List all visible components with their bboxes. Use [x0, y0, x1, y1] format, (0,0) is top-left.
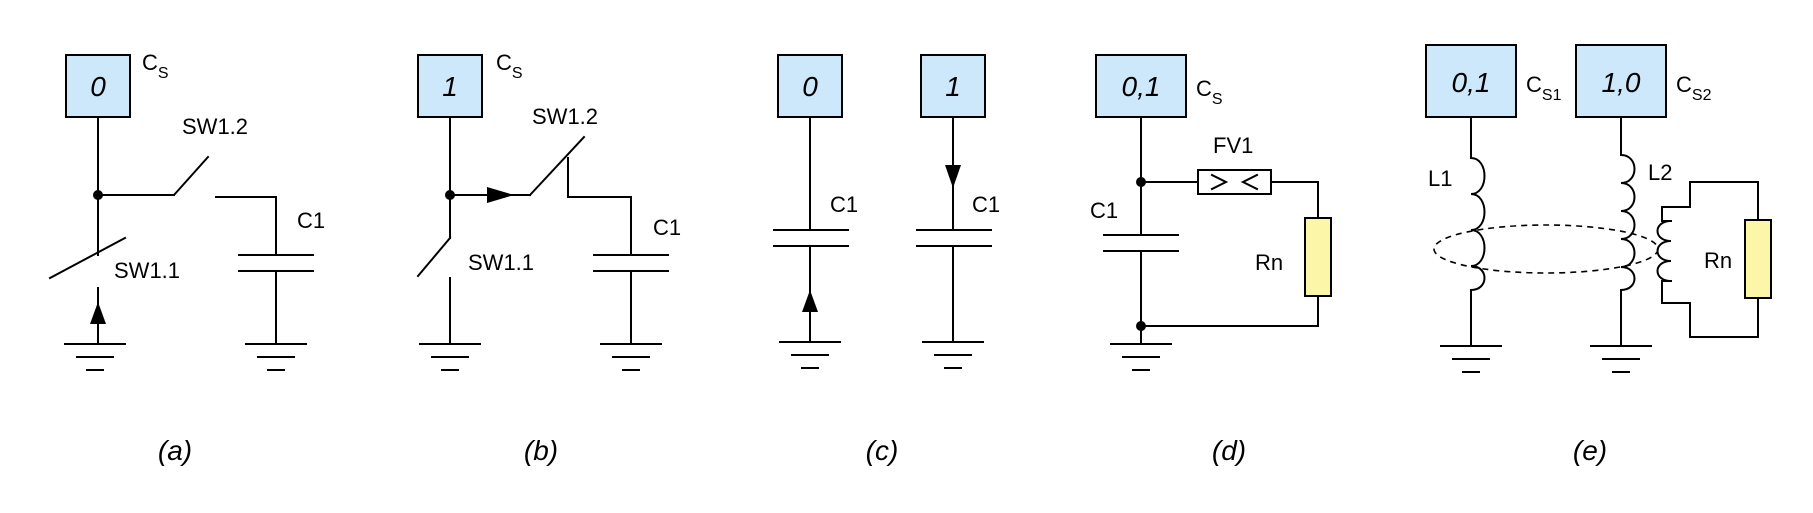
sw-bottom-label-b: SW1.1	[468, 250, 534, 275]
wire-d-resistor-bottom	[1140, 295, 1319, 327]
state-value-c-right: 1	[945, 71, 961, 102]
junction-d-bottom	[1136, 321, 1146, 331]
cs2-label-e: CS2	[1676, 72, 1712, 104]
switch-sw1-2-a	[172, 155, 210, 197]
fuse-chevron-right	[1210, 173, 1229, 191]
cap-label-c-left: C1	[830, 192, 858, 217]
state-box-c-left	[777, 54, 843, 118]
wire-a-cap-top	[215, 196, 277, 256]
arrow-up-c	[802, 290, 818, 312]
inductor-l1	[1469, 156, 1486, 292]
sw-top-label-a: SW1.2	[182, 114, 248, 139]
sw-bottom-label-a: SW1.1	[114, 258, 180, 283]
cs-label-a: CS	[142, 50, 169, 82]
resistor-label-e: Rn	[1704, 248, 1732, 273]
caption-e: (e)	[1573, 435, 1607, 466]
panel-a: 0 CS SW1.2 C1 SW1.1 (a)	[48, 50, 325, 466]
resistor-label-d: Rn	[1255, 250, 1283, 275]
sw-top-label-b: SW1.2	[532, 104, 598, 129]
cap-label-c-right: C1	[972, 192, 1000, 217]
state-value-c-left: 0	[802, 71, 818, 102]
wire-b-cap-top	[567, 157, 632, 256]
arrow-up-a	[90, 302, 106, 324]
state-box-a	[65, 54, 131, 118]
panel-d: 0,1 CS FV1 Rn C1 (d)	[1090, 54, 1332, 466]
switch-sw1-2-b	[528, 135, 586, 197]
arrow-down-c	[945, 165, 961, 188]
state-box-e-right	[1575, 44, 1667, 118]
caption-a: (a)	[158, 435, 192, 466]
state-box-e-left	[1425, 44, 1517, 118]
state-value-a: 0	[90, 71, 106, 102]
state-value-e-right: 1,0	[1602, 67, 1641, 98]
resistor-rn-e	[1744, 219, 1772, 299]
panel-e: 0,1 CS1 1,0 CS2 L1 L2 Rn (e)	[1425, 44, 1772, 466]
fuse-chevron-left	[1240, 173, 1259, 191]
arrow-right-b	[487, 187, 514, 203]
cap-label-a: C1	[297, 208, 325, 233]
state-value-b: 1	[442, 71, 458, 102]
state-value-d: 0,1	[1122, 71, 1161, 102]
caption-d: (d)	[1212, 435, 1246, 466]
cs1-label-e: CS1	[1526, 72, 1562, 104]
fuse-fv1	[1197, 169, 1272, 195]
switch-sw1-1-a	[48, 236, 127, 280]
caption-c: (c)	[866, 435, 899, 466]
inductor-secondary	[1656, 219, 1673, 283]
inductor-label-l2: L2	[1648, 160, 1672, 185]
state-box-c-right	[920, 54, 986, 118]
inductor-l2	[1619, 153, 1636, 292]
wire-d-resistor-top	[1270, 181, 1319, 219]
switch-sw1-1-b	[416, 236, 452, 278]
wire-e-load-top	[1661, 181, 1759, 222]
fuse-label-d: FV1	[1213, 133, 1253, 158]
cap-label-d: C1	[1090, 198, 1118, 223]
inductor-label-l1: L1	[1428, 166, 1452, 191]
caption-b: (b)	[524, 435, 558, 466]
panel-b: 1 CS SW1.2 C1 SW1.1 (b)	[416, 50, 681, 466]
cap-label-b: C1	[653, 215, 681, 240]
state-value-e-left: 0,1	[1452, 67, 1491, 98]
state-box-d	[1095, 54, 1187, 118]
cs-label-d: CS	[1196, 76, 1223, 108]
cs-label-b: CS	[496, 50, 523, 82]
resistor-rn-d	[1304, 217, 1332, 297]
panel-c: 0 C1 1 C1 (c)	[773, 54, 1000, 466]
wire-e-load-bottom	[1661, 280, 1759, 338]
